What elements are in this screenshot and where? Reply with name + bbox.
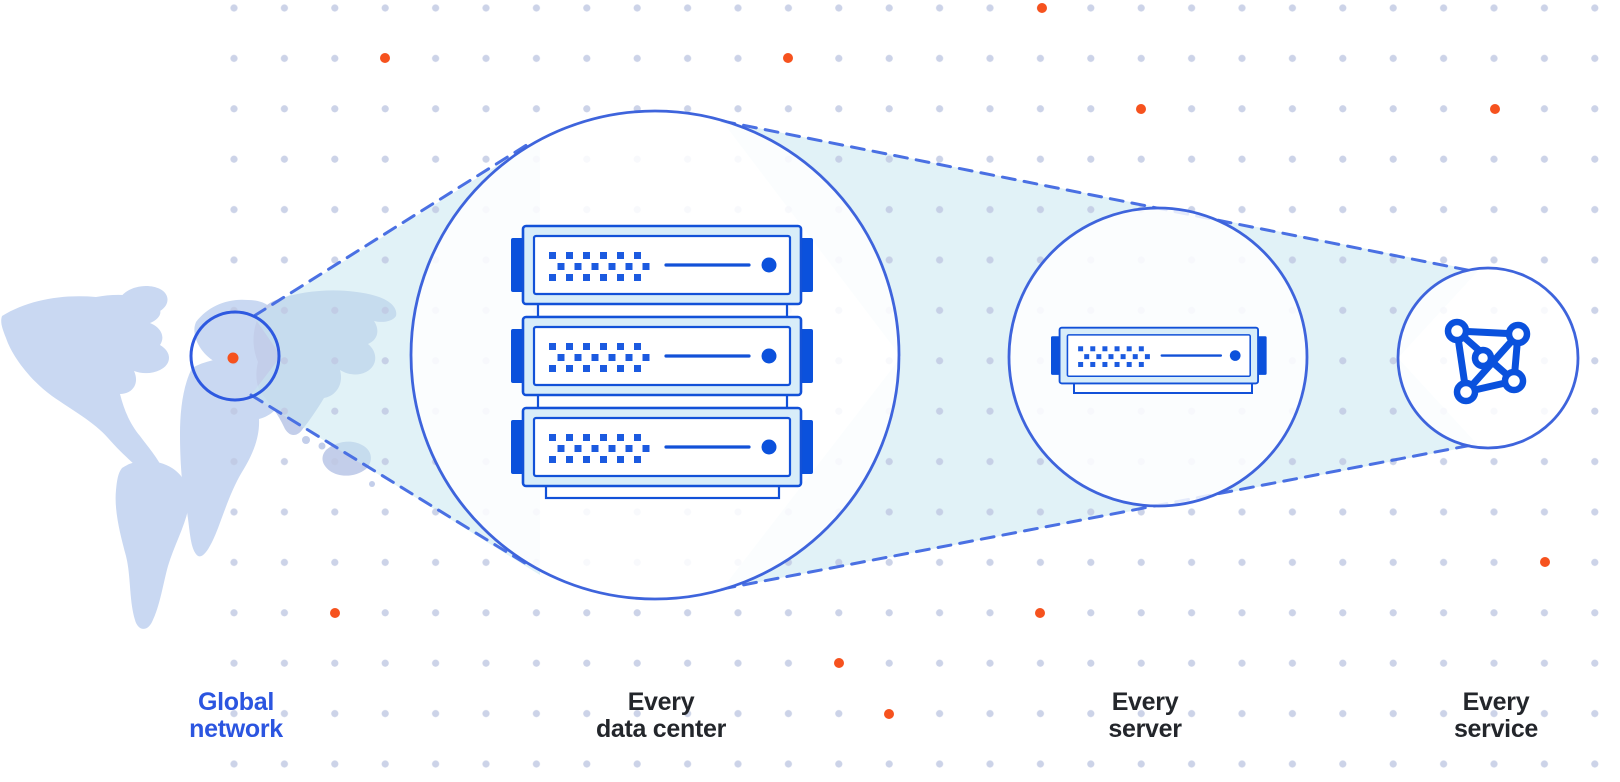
dashed-guide-left-top [252,139,535,318]
server-unit-icon [509,406,815,488]
server-unit-icon [1049,326,1268,385]
stage-label-global-network: Global network [189,689,283,743]
stage-label-every-server: Every server [1108,688,1182,743]
stage-label-line: server [1108,715,1182,743]
dashed-guide-left-bottom [249,393,530,567]
graph-node [1505,321,1531,347]
stage-label-every-service: Every service [1454,689,1538,743]
graph-node [1471,346,1495,370]
continent-south-america [115,460,190,629]
stage-label-line: data center [595,715,727,743]
dashed-guide-right-top [720,119,1479,274]
graph-node [1501,368,1527,394]
stage-label-line: Every [1462,688,1530,716]
server-icon [1049,326,1268,394]
map-highlight-circle [189,310,281,402]
stage-label-line: Every [627,688,695,716]
server-stack-icon [509,224,815,500]
stage-label-line: network [189,715,283,743]
network-graph-icon [1444,318,1531,405]
continent-north-america [1,294,169,481]
continent-greenland [117,286,168,317]
server-unit-icon [509,315,815,397]
stage-label-line: Every [1111,688,1179,716]
graph-node [1444,318,1470,344]
accent-dots [330,3,1550,719]
graph-node [1453,379,1479,405]
stage-label-line: service [1453,715,1539,743]
dashed-guide-right-bottom [720,442,1479,591]
stage-label-line: Global [198,688,274,716]
stage-label-every-data-center: Every data center [596,689,726,743]
location-dot [227,352,239,364]
server-unit-icon [509,224,815,306]
dashed-guides [249,119,1479,591]
